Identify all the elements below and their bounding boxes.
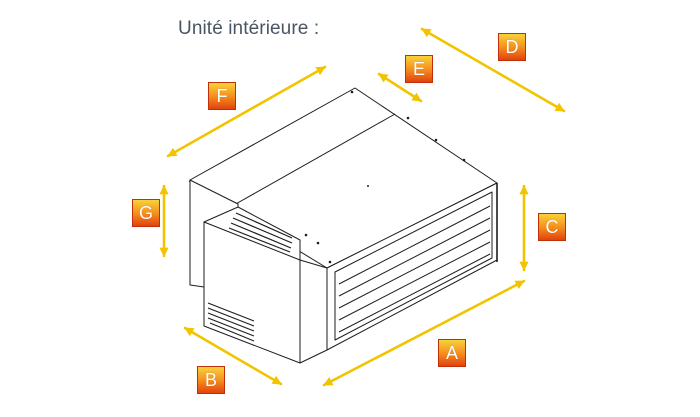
- arrow-f: [166, 65, 327, 158]
- label-g-badge: G: [132, 199, 160, 227]
- arrow-a: [322, 279, 526, 387]
- label-b-badge: B: [197, 366, 225, 394]
- top-vents: [228, 212, 293, 253]
- vent-slot: [207, 307, 255, 327]
- arrow-b: [183, 326, 283, 386]
- side-strip: [299, 259, 328, 364]
- label-d-badge: D: [498, 33, 526, 61]
- label-a-badge: A: [438, 339, 466, 367]
- vent-slot: [207, 302, 255, 322]
- dimension-arrows: [159, 27, 566, 387]
- screws: [304, 90, 466, 264]
- vent-slot: [235, 212, 293, 239]
- label-c-badge: C: [538, 213, 566, 241]
- vent-slot: [232, 217, 293, 244]
- label-f-badge: F: [208, 82, 236, 110]
- top-seam: [233, 113, 396, 206]
- vent-slot: [230, 222, 292, 249]
- indoor-unit-drawing: [188, 87, 498, 364]
- vent-slot: [228, 227, 291, 253]
- label-e-badge: E: [405, 55, 433, 83]
- arrow-d: [420, 27, 566, 113]
- diagram-title: Unité intérieure :: [178, 18, 320, 39]
- arrow-e: [377, 72, 423, 103]
- louvre: [338, 205, 491, 285]
